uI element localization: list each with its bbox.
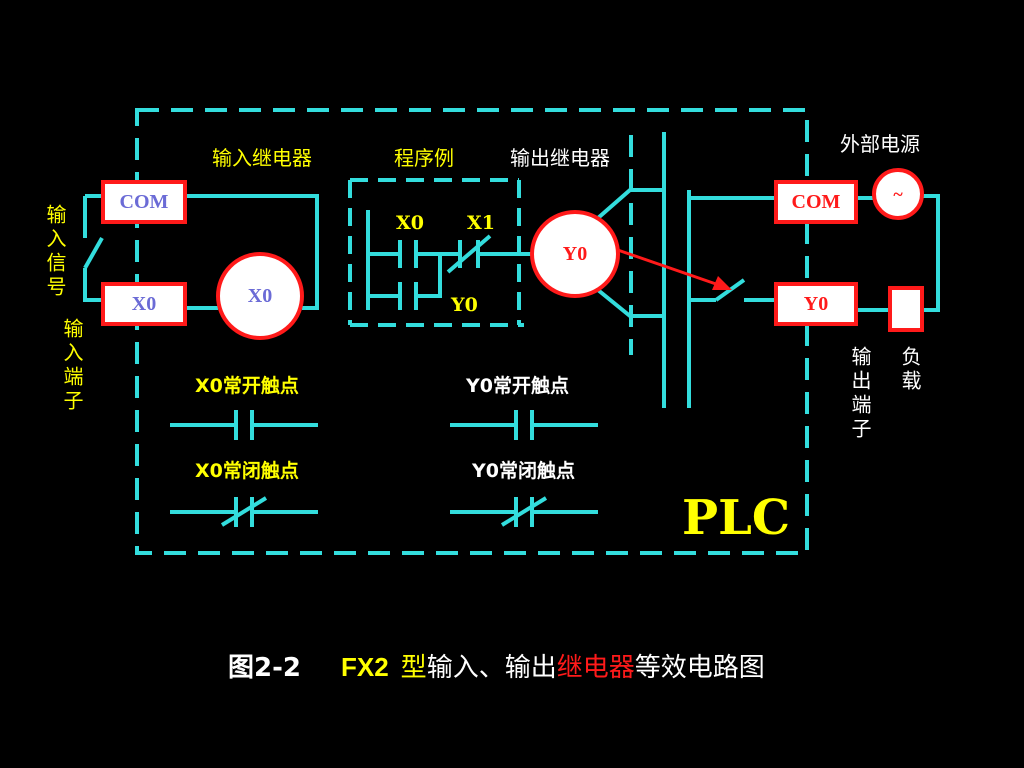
input-relay-label: 输入继电器: [212, 146, 312, 170]
external-power-label: 外部电源: [840, 132, 920, 156]
caption-model: FX2: [340, 652, 389, 682]
caption-highlight: 继电器: [556, 653, 635, 683]
input-com-terminal: COM: [101, 180, 187, 224]
caption-type-char: 型: [400, 653, 427, 683]
caption-text2: 等效电路图: [634, 653, 765, 683]
program-example-label: 程序例: [394, 146, 454, 170]
y0-no-contact-label: Y0常开触点: [466, 375, 569, 397]
external-power-source: ~: [872, 168, 924, 220]
x0-nc-contact-label: X0常闭触点: [195, 460, 299, 482]
load-label: 负载: [898, 346, 922, 394]
ladder-contact-x1-label: X1: [467, 212, 495, 234]
contact-x0-plates: [398, 240, 418, 268]
output-com-terminal: COM: [774, 180, 858, 224]
caption-fig-no: 图2-2: [228, 653, 301, 683]
load-box: [888, 286, 924, 332]
contact-y0-plates: [398, 282, 418, 310]
input-signal-switch-bottom: [83, 268, 103, 302]
external-power-wire-right: [922, 194, 940, 312]
ladder-rung2: [368, 254, 442, 298]
output-terminal-label: 输出端子: [848, 346, 872, 442]
coil-to-contact-arrow: [611, 246, 732, 290]
input-x0-terminal: X0: [101, 282, 187, 326]
y0-no-contact-symbol: [450, 410, 598, 440]
x0-nc-contact-symbol: [170, 496, 318, 527]
input-signal-switch-blade: [83, 237, 104, 269]
input-terminal-label: 输入端子: [60, 318, 84, 414]
figure-caption: 图2-2 FX2 型输入、输出继电器等效电路图: [228, 654, 765, 681]
plc-boundary: [135, 108, 809, 555]
input-relay-loop: [185, 194, 319, 310]
contact-x1-slash: [446, 234, 492, 274]
input-signal-label: 输入信号: [43, 204, 67, 300]
ladder-contact-x0-label: X0: [396, 212, 424, 234]
ladder-contact-y0-label: Y0: [451, 294, 478, 316]
caption-text1: 输入、输出: [426, 653, 557, 683]
plc-label: PLC: [682, 490, 791, 546]
output-y0-terminal: Y0: [774, 282, 858, 326]
output-y0-coil: Y0: [530, 210, 620, 298]
x0-no-contact-symbol: [170, 410, 318, 440]
input-x0-coil: X0: [216, 252, 304, 340]
y0-nc-contact-label: Y0常闭触点: [472, 460, 575, 482]
y0-nc-contact-symbol: [450, 496, 598, 527]
output-relay-label: 输出继电器: [510, 146, 610, 170]
x0-no-contact-label: X0常开触点: [195, 375, 299, 397]
